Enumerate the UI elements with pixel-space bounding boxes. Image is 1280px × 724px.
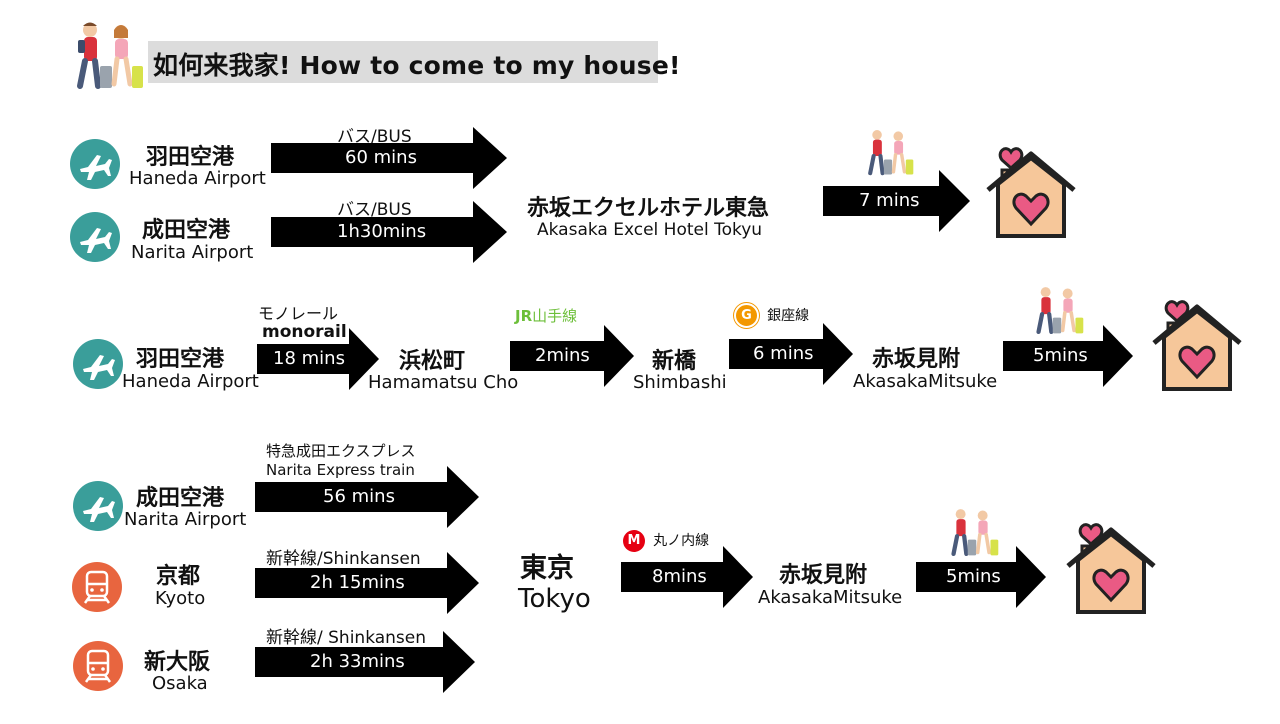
station-name-en: Osaka	[152, 673, 208, 694]
route-arrow: 2h 15mins	[255, 552, 479, 614]
route-arrow: 2mins	[510, 325, 634, 387]
station-name-en: Kyoto	[155, 588, 206, 609]
transport-mode-label: 特急成田エクスプレス	[266, 442, 416, 460]
transport-mode-label: バス/BUS	[337, 200, 412, 220]
airplane-icon	[72, 338, 124, 390]
hotel-name-jp: 赤坂エクセルホテル東急	[527, 196, 770, 221]
travel-time: 5mins	[1033, 345, 1088, 366]
travelers-icon	[858, 128, 918, 180]
station-name-jp: 成田空港	[142, 218, 231, 243]
station-name-jp: 羽田空港	[146, 145, 235, 170]
station-name-en: Tokyo	[518, 584, 591, 614]
station-name-jp: 羽田空港	[136, 347, 225, 372]
marunouchi-line-label: 丸ノ内線	[653, 532, 710, 549]
page-title: 如何来我家! How to come to my house!	[153, 51, 681, 80]
route-arrow: 56 mins	[255, 466, 479, 528]
airplane-icon	[69, 138, 121, 190]
airplane-icon	[69, 211, 121, 263]
travelers-icon	[1027, 285, 1087, 339]
station-name-jp: 東京	[520, 553, 574, 584]
transport-mode-label: バス/BUS	[337, 127, 412, 147]
station-name-jp: 赤坂見附	[872, 347, 961, 372]
title-background	[148, 41, 658, 83]
travel-time: 6 mins	[753, 343, 814, 364]
travel-time: 2h 15mins	[310, 572, 405, 593]
jr-yamanote-logo: JR山手線	[515, 305, 577, 326]
route-arrow: 18 mins	[257, 328, 379, 390]
ginza-line-label: 銀座線	[767, 307, 810, 324]
house-heart-icon	[1150, 285, 1244, 393]
transport-mode-label: Narita Express train	[266, 461, 415, 479]
travel-time: 18 mins	[273, 348, 345, 369]
station-name-jp: 新橋	[652, 349, 697, 374]
ginza-badge-icon: G	[734, 303, 759, 328]
walk-arrow: 5mins	[1003, 325, 1133, 387]
jr-logo: JR	[515, 307, 533, 325]
transport-mode-label: モノレール	[258, 304, 339, 323]
travel-time: 56 mins	[323, 486, 395, 507]
station-name-jp: 成田空港	[136, 486, 225, 511]
station-name-jp: 新大阪	[144, 650, 211, 675]
station-name-en: Haneda Airport	[122, 371, 259, 392]
transport-mode-label: 新幹線/ Shinkansen	[266, 628, 427, 648]
travel-time: 7 mins	[859, 190, 920, 211]
station-name-en: Narita Airport	[131, 242, 254, 263]
route-arrow: 8mins	[621, 546, 753, 608]
train-icon	[71, 561, 123, 613]
station-name-en: Shimbashi	[633, 372, 727, 393]
travel-time: 5mins	[946, 566, 1001, 587]
station-name-en: Narita Airport	[124, 509, 247, 530]
station-name-en: AkasakaMitsuke	[758, 587, 903, 608]
station-name-en: AkasakaMitsuke	[853, 371, 998, 392]
travel-time: 8mins	[652, 566, 707, 587]
walk-arrow: 7 mins	[823, 170, 970, 232]
travel-time: 2h 33mins	[310, 651, 405, 672]
transport-mode-label: 新幹線/Shinkansen	[266, 549, 421, 569]
transport-mode-label: monorail	[262, 322, 347, 342]
station-name-en: Haneda Airport	[129, 168, 266, 189]
airplane-icon	[72, 480, 124, 532]
travelers-icon	[66, 20, 146, 96]
yamanote-line-label: 山手線	[532, 307, 578, 325]
hotel-name-en: Akasaka Excel Hotel Tokyu	[537, 220, 763, 240]
travel-time: 60 mins	[345, 147, 417, 168]
walk-arrow: 5mins	[916, 546, 1046, 608]
station-name-jp: 京都	[156, 564, 201, 589]
station-name-jp: 赤坂見附	[779, 563, 868, 588]
ginza-line-logo: G 銀座線	[734, 303, 809, 328]
route-arrow: 1h30mins	[271, 201, 507, 263]
train-icon	[72, 640, 124, 692]
travelers-icon	[942, 507, 1002, 561]
route-arrow: 6 mins	[729, 323, 853, 385]
marunouchi-badge-icon: M	[623, 530, 645, 552]
marunouchi-line-logo: M 丸ノ内線	[623, 529, 709, 552]
station-name-en: Hamamatsu Cho	[368, 372, 519, 393]
house-heart-icon	[984, 132, 1078, 240]
house-heart-icon	[1064, 508, 1158, 616]
route-arrow: 2h 33mins	[255, 631, 475, 693]
station-name-jp: 浜松町	[399, 349, 466, 374]
route-arrow: 60 mins	[271, 127, 507, 189]
travel-time: 1h30mins	[337, 221, 427, 242]
travel-time: 2mins	[535, 345, 590, 366]
